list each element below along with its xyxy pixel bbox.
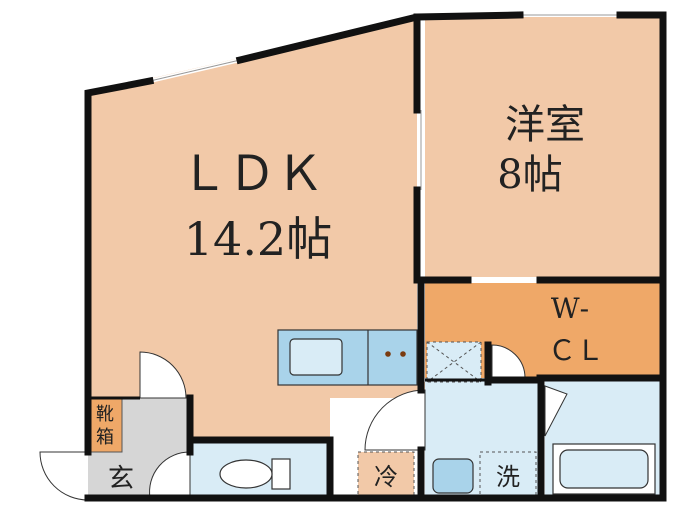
washer-label: 洗 [496, 463, 520, 491]
washroom-door-swing [364, 389, 426, 451]
fridge-space [357, 451, 415, 499]
entry-door-swing [39, 451, 89, 501]
toilet-tank-icon [271, 458, 291, 490]
stove-burner-icon [385, 351, 391, 357]
storage-box-x1 [426, 341, 482, 383]
storage-box [426, 341, 482, 383]
shoe-box-label-2: 箱 [96, 427, 114, 448]
western-room-size: 8帖 [497, 152, 562, 198]
storage-box-x2 [426, 341, 482, 383]
western-room-name: 洋室 [505, 102, 585, 148]
laundry-space [479, 451, 537, 499]
ldk-size: 14.2帖 [184, 212, 332, 266]
wcl-label-1: W‐ [551, 292, 589, 325]
bathtub-inner-icon [559, 449, 649, 489]
toilet-bowl-icon [219, 459, 273, 489]
walls [84, 11, 667, 502]
ldk-name: ＬＤＫ [180, 146, 324, 202]
wcl-label-2: ＣＬ [548, 334, 604, 367]
fridge-label: 冷 [374, 463, 398, 491]
shoe-box-label-1: 靴 [96, 404, 114, 425]
stove-burner-icon [400, 351, 406, 357]
hall-door-swing [139, 351, 187, 399]
entrance-floor [88, 452, 150, 498]
window [149, 59, 241, 82]
sink-icon [289, 338, 343, 376]
entrance-label: 玄 [108, 464, 134, 494]
western-room-floor [425, 17, 663, 277]
bath-door-swing [544, 385, 568, 437]
wash-basin-icon [432, 458, 474, 494]
